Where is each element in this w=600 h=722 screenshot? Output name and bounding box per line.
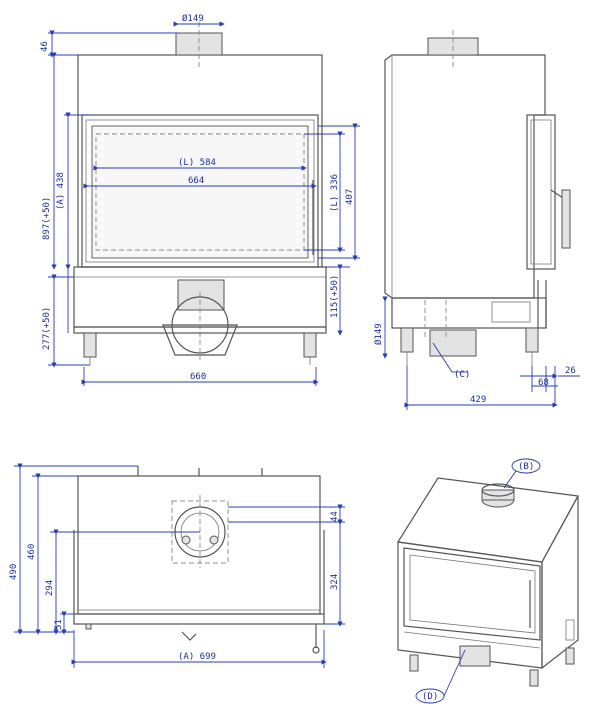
dim-front-lower-h: 277(+50) (42, 307, 52, 350)
foot-right (303, 332, 317, 358)
dim-side-26: 26 (565, 366, 576, 376)
dim-front-base-w: 660 (190, 372, 206, 382)
dim-top-324: 324 (330, 574, 340, 590)
dim-top-width-a: (A) 699 (178, 652, 216, 662)
label-iso-d: (D) (422, 692, 438, 702)
dim-top-294: 294 (45, 580, 55, 596)
dim-front-glass-l-h: (L) 336 (330, 174, 340, 212)
top-view: 490 460 294 51 44 324 (A) 699 (9, 463, 345, 668)
dim-top-51: 51 (54, 619, 64, 630)
dim-front-46: 46 (40, 41, 50, 52)
dim-front-total-h: 897(+50) (42, 197, 52, 240)
dim-side-flue-dia: Ø149 (373, 323, 384, 345)
iso-glass (409, 554, 536, 634)
side-handle (561, 189, 571, 249)
dim-front-glass-l-w: (L) 584 (178, 158, 216, 168)
dim-top-460: 460 (27, 544, 37, 560)
dim-front-115: 115(+50) (330, 275, 340, 318)
dim-top-44: 44 (330, 511, 340, 522)
iso-view: (B) (D) (397, 458, 579, 704)
glass-panel (91, 125, 309, 259)
dim-front-frame-h: 407 (345, 189, 355, 205)
dim-top-490: 490 (9, 564, 19, 580)
dim-side-68: 68 (538, 378, 549, 388)
side-view: Ø149 (C) 68 26 429 (373, 30, 580, 410)
label-side-c: (C) (454, 370, 470, 380)
front-view: Ø149 46 897(+50) (A) 438 277(+50) (L) 58… (40, 13, 360, 386)
dim-side-depth: 429 (470, 395, 486, 405)
label-iso-b: (B) (518, 462, 534, 472)
foot-left (83, 332, 97, 358)
dim-front-inner-w: 664 (188, 176, 204, 186)
flue-collar (175, 32, 223, 56)
dim-front-flue-dia: Ø149 (182, 13, 204, 24)
dim-front-glass-a: (A) 438 (56, 172, 66, 210)
